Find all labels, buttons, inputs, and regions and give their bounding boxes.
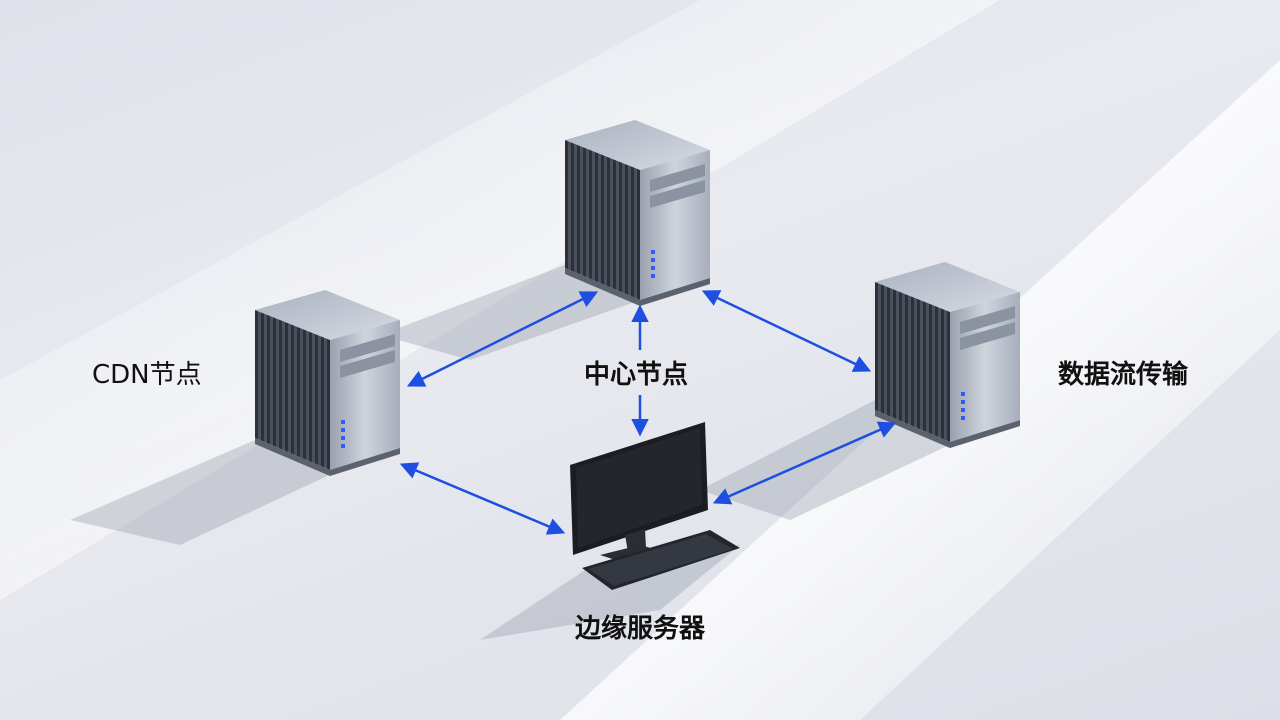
tower-server-icon (565, 120, 710, 306)
center-node-label: 中心节点 (584, 360, 689, 390)
tower-server-icon (255, 290, 400, 476)
cdn-node-label: CDN节点 (92, 360, 202, 390)
arrow-monitor-right (712, 421, 897, 505)
arrow-cdn-center (406, 291, 599, 387)
data-flow-label: 数据流传输 (1058, 360, 1189, 390)
arrow-center-right (701, 290, 872, 372)
arrow-cdn-monitor (399, 462, 566, 535)
edge-server-label: 边缘服务器 (575, 614, 706, 644)
keyboard-icon (582, 530, 740, 590)
connection-arrows (399, 290, 897, 535)
tower-server-icon (875, 262, 1020, 448)
